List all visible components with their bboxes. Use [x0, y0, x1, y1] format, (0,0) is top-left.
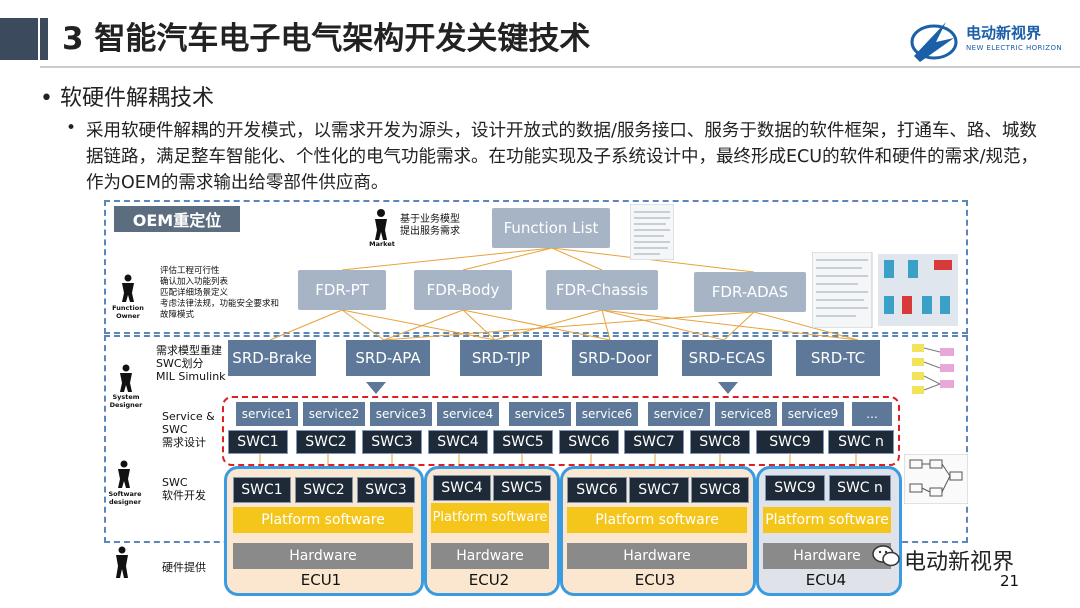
fdr-box: FDR-ADAS: [694, 272, 806, 312]
service-swc-highlight: [222, 396, 900, 466]
srd-box: SRD-APA: [346, 340, 430, 376]
title-accent-bar-thin: [40, 18, 48, 60]
person-icon-market: [375, 209, 387, 240]
swc-box: SWC9: [765, 475, 825, 501]
service-box: service3: [370, 402, 432, 426]
hardware-box: Hardware: [763, 543, 891, 569]
swc-box: SWC5: [493, 475, 551, 501]
swc-box: SWC7: [629, 477, 689, 503]
bullet-dot: •: [66, 118, 77, 138]
srd-box: SRD-Door: [572, 340, 658, 376]
wechat-icon: [872, 545, 900, 567]
platform-software-box: Platform software: [233, 507, 413, 533]
service-box: …: [852, 402, 892, 426]
srd-box: SRD-ECAS: [682, 340, 772, 376]
platform-software-box: Platform software: [567, 507, 747, 533]
hardware-box: Hardware: [233, 543, 413, 569]
arrow-down-icon: [366, 382, 386, 394]
service-box: service2: [303, 402, 365, 426]
role-market: Market: [369, 240, 395, 248]
platform-software-box: Platform software: [763, 507, 891, 533]
role-system-designer: System Designer: [109, 393, 143, 409]
service-box: service8: [715, 402, 777, 426]
service-box: service5: [509, 402, 571, 426]
fdr-box: FDR-Chassis: [546, 270, 658, 310]
swc-box: SWC5: [493, 430, 553, 454]
person-icon-hardware-provider: [116, 546, 128, 578]
ecu-block: SWC1 SWC2 SWC3 Platform software Hardwar…: [224, 466, 424, 596]
swc-box: SWC3: [357, 477, 415, 503]
oem-region: [104, 200, 968, 334]
arrow-down-icon: [718, 382, 738, 394]
service-box: service4: [437, 402, 499, 426]
bullet-heading: • 软硬件解耦技术: [40, 86, 214, 111]
role-software-designer: Software designer: [108, 490, 142, 506]
platform-software-box: Platform software: [431, 503, 549, 533]
swc-box: SWC8: [690, 430, 750, 454]
swc-box: SWC1: [228, 430, 288, 454]
person-icon-software-designer: [118, 460, 130, 488]
srd-box: SRD-TC: [796, 340, 880, 376]
system-designer-note: 需求模型重建 SWC划分 MIL Simulink: [156, 344, 226, 383]
person-icon-function-owner: [122, 274, 134, 302]
swc-box: SWC8: [691, 477, 749, 503]
watermark-text: 电动新视界: [904, 550, 1015, 575]
person-icon-system-designer: [120, 364, 132, 392]
swc-box: SWC4: [428, 430, 488, 454]
hardware-note: 硬件提供: [162, 561, 206, 574]
ecu-block: SWC4 SWC5 Platform software Hardware ECU…: [424, 466, 560, 596]
fdr-box: FDR-Body: [414, 270, 512, 310]
service-design-note: Service & SWC 需求设计: [162, 410, 215, 449]
swc-box: SWC9: [756, 430, 824, 454]
ecu-block: SWC6 SWC7 SWC8 Platform software Hardwar…: [560, 466, 756, 596]
service-box: service9: [782, 402, 844, 426]
service-box: service7: [648, 402, 710, 426]
ecu-label: ECU2: [468, 571, 510, 589]
swc-box: SWC2: [296, 430, 356, 454]
connector-lines: [259, 247, 859, 470]
srd-box: SRD-Brake: [228, 340, 316, 376]
swc-dev-note: SWC 软件开发: [162, 476, 206, 502]
hardware-box: Hardware: [567, 543, 747, 569]
service-box: service6: [576, 402, 638, 426]
logo-text: 电动新视界: [966, 24, 1042, 42]
logo-subtext: NEW ELECTRIC HORIZON: [966, 44, 1062, 52]
slide-title: 3 智能汽车电子电气架构开发关键技术: [62, 21, 591, 57]
swc-box: SWC6: [559, 430, 619, 454]
ecu-label: ECU4: [805, 571, 847, 589]
role-function-owner: Function Owner: [112, 304, 144, 320]
architecture-diagram: OEM重定位 Market 基于业务模型 提出服务需求 Function Lis…: [104, 198, 976, 596]
function-owner-note: 评估工程可行性 确认加入功能列表 匹配详细场景定义 考虑法律法规，功能安全要求和…: [160, 266, 280, 320]
title-accent-bar: [0, 18, 38, 60]
srd-box: SRD-TJP: [460, 340, 542, 376]
service-box: service1: [236, 402, 298, 426]
market-note: 基于业务模型 提出服务需求: [400, 214, 460, 237]
page-number: 21: [1000, 572, 1020, 590]
swc-box: SWC3: [362, 430, 422, 454]
simulink-thumbnail-icon: [912, 344, 954, 394]
swc-box: SWC n: [828, 430, 894, 454]
logo-icon: [910, 22, 958, 62]
swc-box: SWC2: [295, 477, 353, 503]
ecu-label: ECU1: [300, 571, 342, 589]
scenario-thumbnail-icon: [812, 252, 958, 328]
swc-box: SWC1: [233, 477, 291, 503]
bullet-paragraph: 采用软硬件解耦的开发模式，以需求开发为源头，设计开放式的数据/服务接口、服务于数…: [86, 121, 1038, 193]
swc-box: SWC n: [829, 475, 891, 501]
oem-tag: OEM重定位: [114, 206, 240, 232]
code-thumbnail-icon: [904, 454, 968, 504]
swc-box: SWC6: [567, 477, 627, 503]
function-list-box: Function List: [492, 208, 610, 248]
swc-box: SWC4: [433, 475, 491, 501]
swc-box: SWC7: [624, 430, 684, 454]
ecu-block: SWC9 SWC n Platform software Hardware EC…: [756, 466, 902, 596]
hardware-box: Hardware: [431, 543, 549, 569]
title-divider: [40, 66, 1080, 68]
fdr-box: FDR-PT: [298, 270, 386, 310]
ecu-label: ECU3: [634, 571, 676, 589]
document-thumbnail-icon: [630, 204, 674, 260]
